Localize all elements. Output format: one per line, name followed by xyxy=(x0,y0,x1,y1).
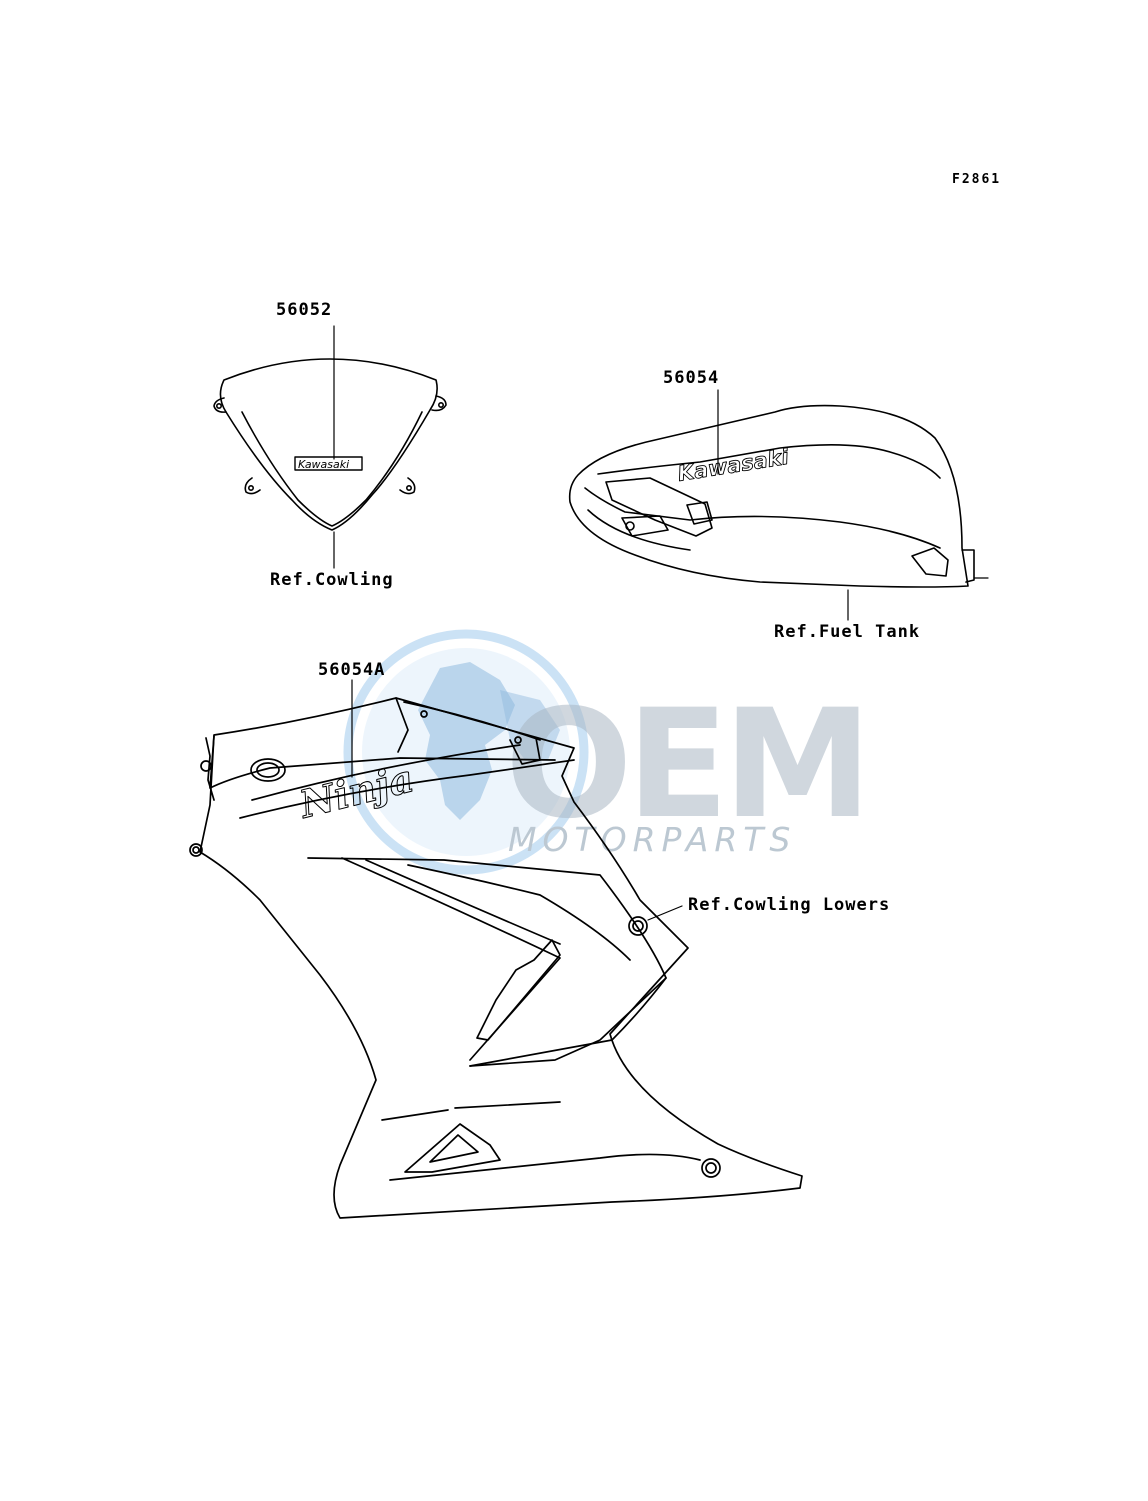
part-number-56054a[interactable]: 56054A xyxy=(318,660,386,680)
fuel-tank-decal-text: Kawasaki xyxy=(676,445,791,486)
cowling-decal-text: Ninja xyxy=(294,755,418,827)
reference-fuel-tank: Ref.Fuel Tank xyxy=(774,622,921,642)
reference-cowling: Ref.Cowling xyxy=(270,570,394,590)
windscreen-drawing xyxy=(213,325,447,569)
part-number-56052[interactable]: 56052 xyxy=(276,300,333,320)
figure-code: F2861 xyxy=(952,172,1002,187)
windscreen-decal-text: Kawasaki xyxy=(298,458,349,471)
fuel-tank-drawing xyxy=(568,389,989,621)
reference-cowling-lowers: Ref.Cowling Lowers xyxy=(688,895,891,915)
watermark-tagline: MOTORPARTS xyxy=(508,820,797,859)
part-number-56054[interactable]: 56054 xyxy=(663,368,720,388)
cowling-lower-drawing xyxy=(189,679,803,1219)
